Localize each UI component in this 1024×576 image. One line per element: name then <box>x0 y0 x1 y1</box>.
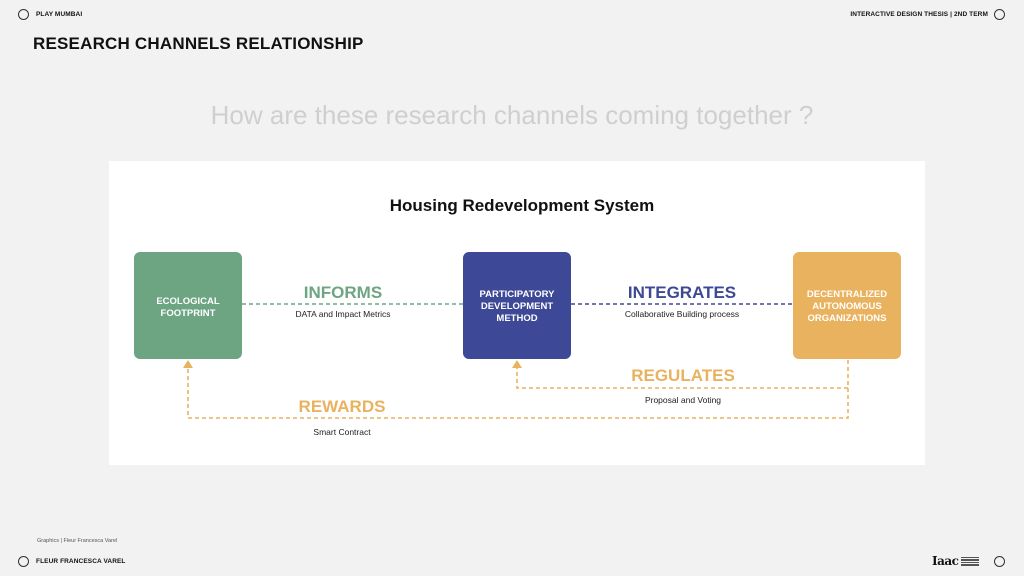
node-ecological-footprint-box <box>134 252 242 359</box>
corner-circle-top-left <box>18 9 29 20</box>
corner-circle-top-right <box>994 9 1005 20</box>
graphics-credit: Graphics | Fleur Francesca Varel <box>37 538 118 544</box>
node-decentralized-autonomous-organizations: DECENTRALIZED AUTONOMOUS ORGANIZATIONS <box>793 252 901 359</box>
page-title: RESEARCH CHANNELS RELATIONSHIP <box>33 34 364 53</box>
node-participatory-label-3: METHOD <box>496 313 537 324</box>
corner-circle-bottom-left <box>18 556 29 567</box>
relation-integrates-label: INTEGRATES <box>628 283 736 302</box>
node-ecological-footprint-label-1: ECOLOGICAL <box>156 296 220 307</box>
node-decentralized-label-3: ORGANIZATIONS <box>808 313 887 324</box>
rewards-arrowhead <box>183 360 193 368</box>
node-participatory-label-2: DEVELOPMENT <box>481 301 554 312</box>
node-ecological-footprint-label-2: FOOTPRINT <box>161 308 216 319</box>
iaac-logo: Iaac <box>932 554 980 568</box>
relation-rewards-label: REWARDS <box>299 397 386 416</box>
node-decentralized-autonomous-organizations-box <box>793 252 901 359</box>
node-participatory-label-1: PARTICIPATORY <box>480 289 556 300</box>
author-name: FLEUR FRANCESCA VAREL <box>36 558 126 565</box>
project-name: PLAY MUMBAI <box>36 11 83 18</box>
relation-informs-sublabel: DATA and Impact Metrics <box>295 309 390 319</box>
node-participatory-development-method: PARTICIPATORY DEVELOPMENT METHOD <box>463 252 571 359</box>
node-participatory-development-method-box <box>463 252 571 359</box>
iaac-logo-lines <box>961 556 980 566</box>
question-heading: How are these research channels coming t… <box>210 100 814 130</box>
node-ecological-footprint: ECOLOGICAL FOOTPRINT <box>134 252 242 359</box>
relation-regulates-label: REGULATES <box>631 366 735 385</box>
relation-integrates-sublabel: Collaborative Building process <box>625 309 739 319</box>
thesis-label: INTERACTIVE DESIGN THESIS | 2ND TERM <box>850 11 988 18</box>
relation-rewards-sublabel: Smart Contract <box>313 427 371 437</box>
corner-circle-bottom-right <box>994 556 1005 567</box>
relationship-diagram: Housing Redevelopment System ECOLOGICAL … <box>134 196 901 437</box>
rewards-connector <box>187 367 849 419</box>
node-decentralized-label-2: AUTONOMOUS <box>812 301 882 312</box>
diagram-panel: Housing Redevelopment System ECOLOGICAL … <box>109 161 925 465</box>
iaac-logo-text: Iaac <box>932 554 959 568</box>
node-decentralized-label-1: DECENTRALIZED <box>807 289 887 300</box>
regulates-arrowhead <box>512 360 522 368</box>
relation-informs-label: INFORMS <box>304 283 382 302</box>
relation-regulates-sublabel: Proposal and Voting <box>645 395 721 405</box>
diagram-title: Housing Redevelopment System <box>390 196 655 215</box>
regulates-connector <box>516 360 849 389</box>
